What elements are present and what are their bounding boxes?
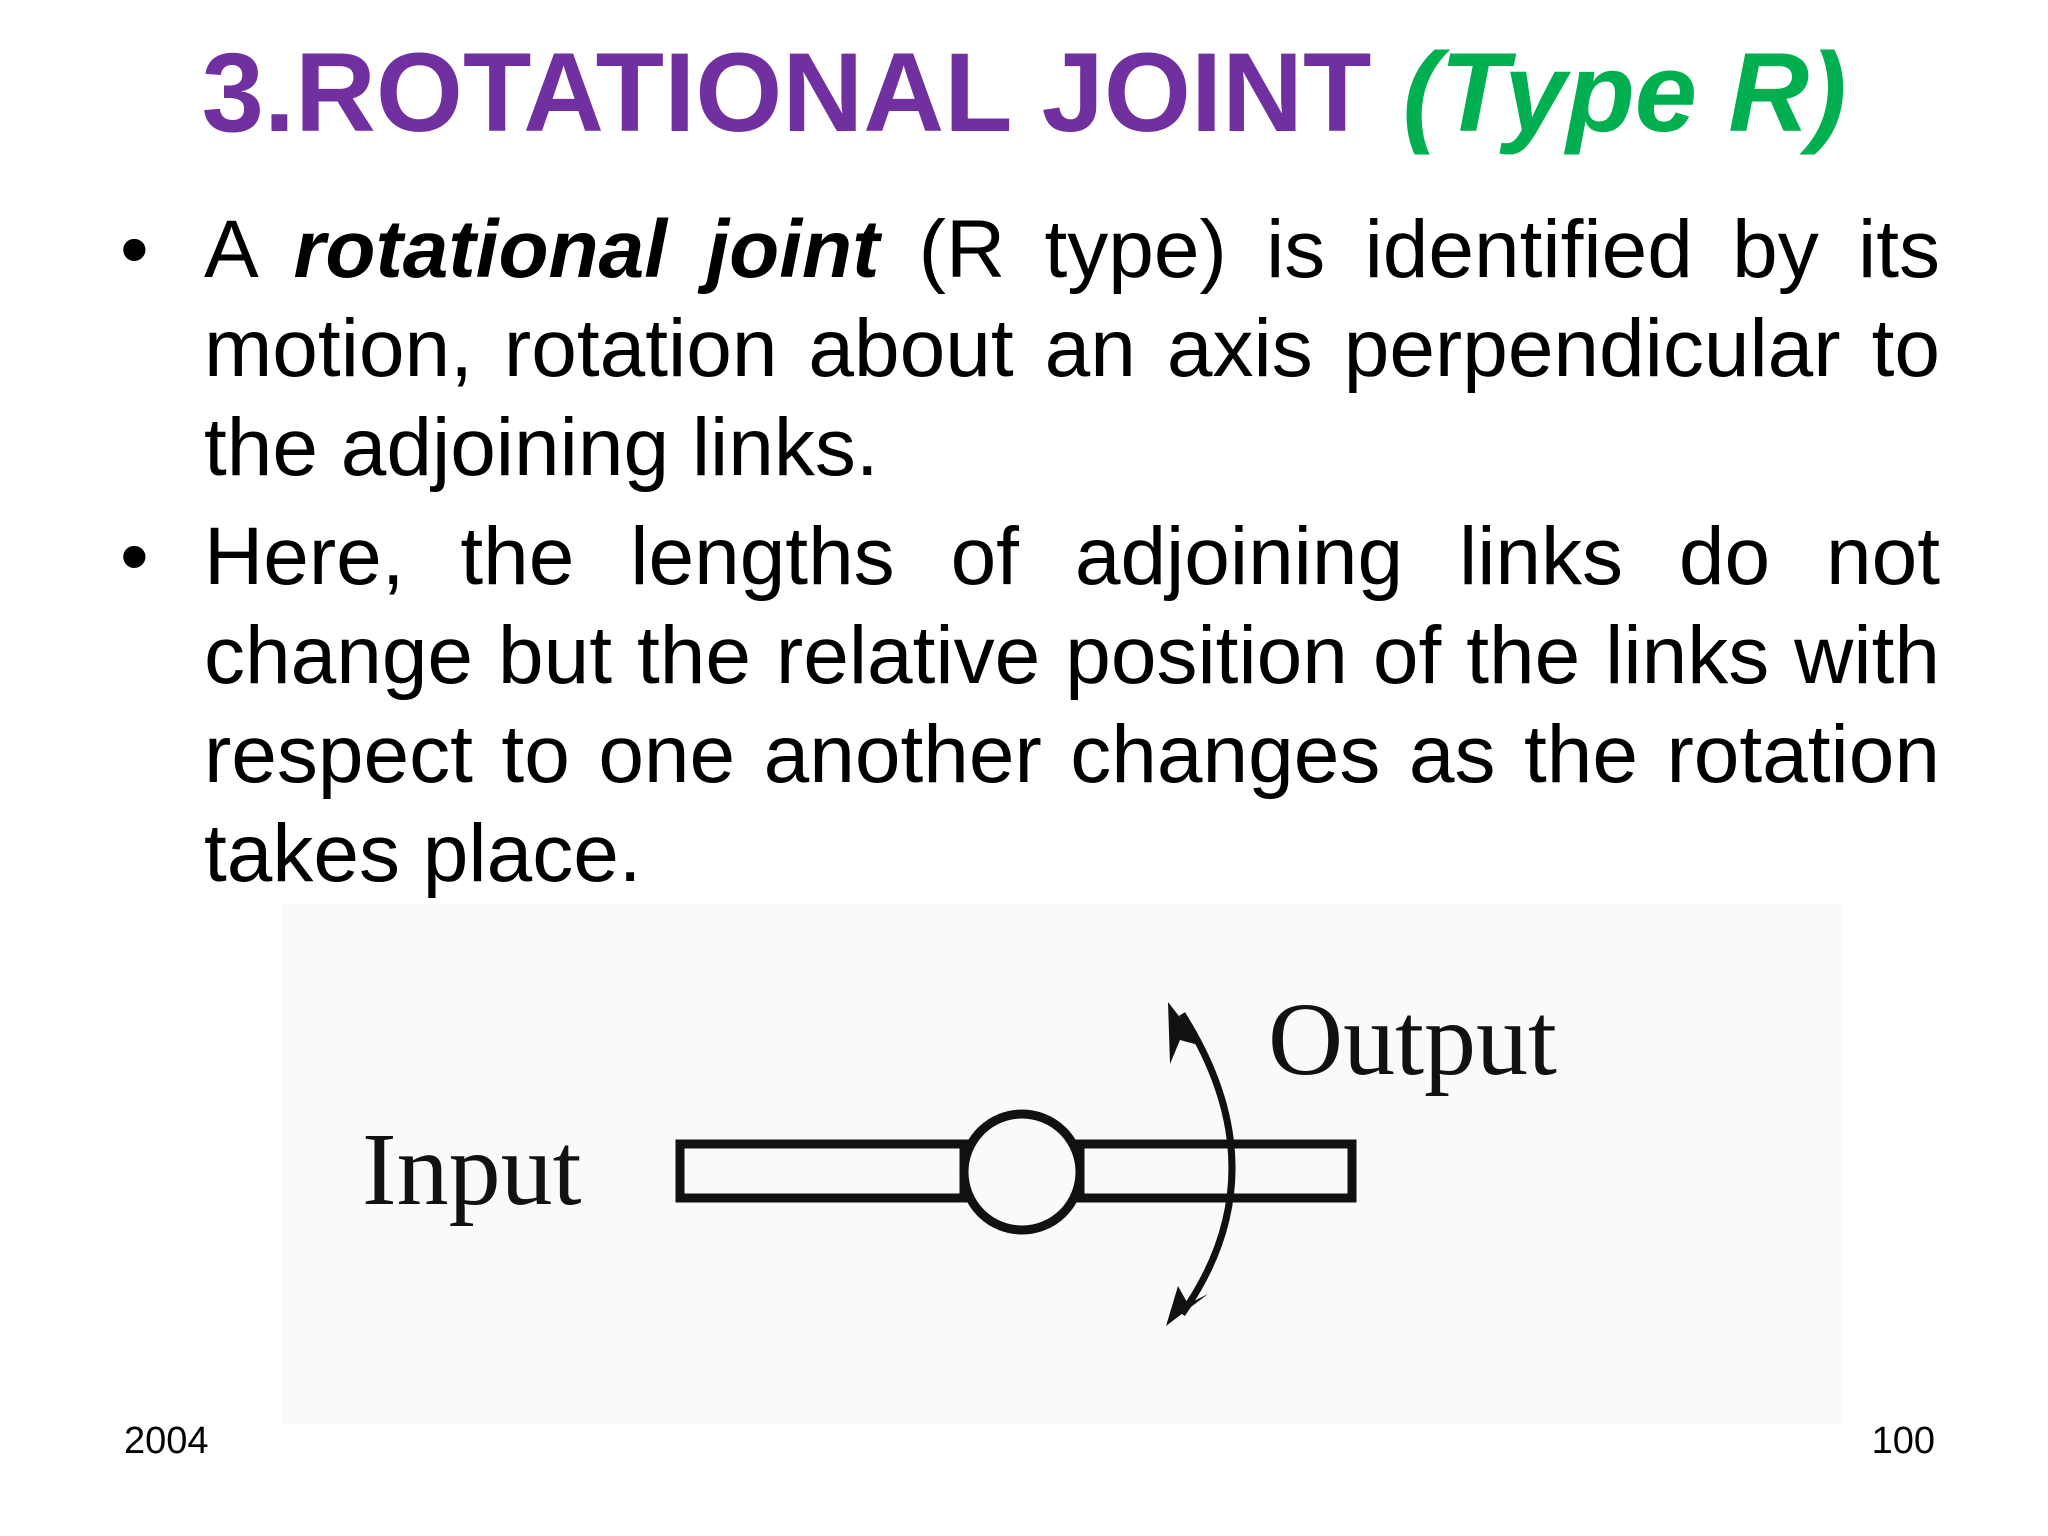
- rotational-joint-figure: Input Output: [282, 904, 1842, 1424]
- footer-year: 2004: [124, 1420, 209, 1462]
- bullet-text-prefix: A: [204, 204, 294, 295]
- title-type-label: (Type R): [1402, 30, 1847, 155]
- bullet-item: • A rotational joint (R type) is identif…: [120, 200, 1940, 497]
- rotational-joint-diagram: Input Output: [362, 982, 1557, 1326]
- bullet-emphasis: rotational joint: [293, 204, 880, 295]
- input-label: Input: [362, 1112, 582, 1227]
- output-link: [1075, 1139, 1357, 1203]
- rotation-arc: [1179, 1012, 1236, 1317]
- bullet-marker: •: [120, 511, 149, 602]
- slide-title: 3.ROTATIONAL JOINT (Type R): [0, 18, 2048, 168]
- bullet-item: • Here, the lengths of adjoining links d…: [120, 507, 1940, 903]
- joint-circle: [959, 1109, 1085, 1235]
- rotation-arrow-head-down: [1166, 1286, 1208, 1326]
- bullet-list: • A rotational joint (R type) is identif…: [120, 200, 1940, 913]
- page-number: 100: [1871, 1420, 1935, 1462]
- rotation-arrow-head-up: [1168, 1002, 1202, 1064]
- title-main: 3.ROTATIONAL JOINT: [201, 30, 1372, 155]
- output-label: Output: [1268, 982, 1557, 1097]
- bullet-marker: •: [120, 204, 149, 295]
- bullet-text: (R type) is identified by its motion, ro…: [204, 204, 1940, 493]
- bullet-text: Here, the lengths of adjoining links do …: [204, 511, 1940, 899]
- input-link: [675, 1139, 969, 1203]
